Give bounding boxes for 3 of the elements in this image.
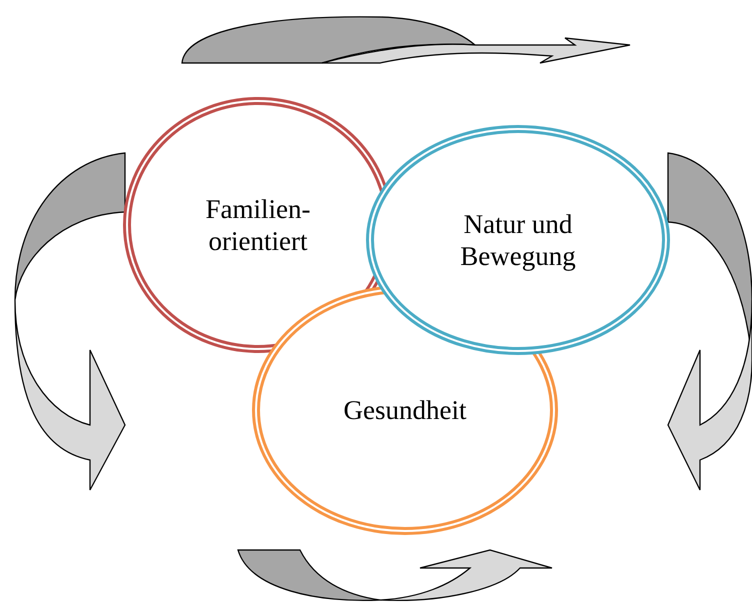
- node-label: Natur und Bewegung: [459, 208, 577, 272]
- node-label: Familien- orientiert: [204, 192, 312, 258]
- node-label: Gesundheit: [344, 394, 466, 426]
